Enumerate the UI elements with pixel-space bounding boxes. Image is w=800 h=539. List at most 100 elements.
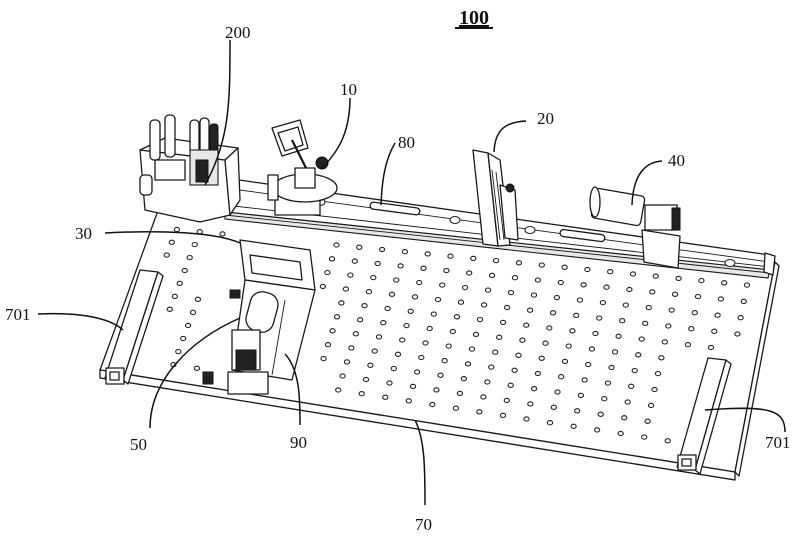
mounting-hole xyxy=(684,342,692,348)
mounting-hole xyxy=(546,420,554,426)
post xyxy=(199,117,210,154)
mounting-hole xyxy=(484,287,492,293)
mounting-hole xyxy=(342,286,350,292)
mounting-hole xyxy=(394,351,402,357)
mounting-hole xyxy=(461,284,469,291)
mounting-hole xyxy=(420,265,427,271)
mounting-hole xyxy=(688,326,695,332)
mounting-hole xyxy=(503,304,511,311)
mounting-hole xyxy=(393,277,400,283)
mounting-hole xyxy=(492,349,499,355)
mounting-hole xyxy=(542,340,549,346)
post xyxy=(164,114,176,158)
mounting-hole xyxy=(411,294,419,300)
assembly-200 xyxy=(139,114,241,223)
label-701-right: 701 xyxy=(765,433,791,452)
mounting-hole xyxy=(480,394,487,400)
mounting-hole xyxy=(599,299,607,306)
mounting-hole xyxy=(166,306,173,312)
post xyxy=(149,119,161,161)
stage-assembly xyxy=(202,239,316,395)
mounting-hole xyxy=(384,305,391,312)
mounting-hole xyxy=(453,314,461,320)
mounting-hole xyxy=(641,434,648,440)
mounting-hole xyxy=(526,307,534,313)
mounting-hole xyxy=(645,304,652,311)
mounting-hole xyxy=(580,282,587,288)
mounting-hole xyxy=(335,387,342,393)
mounting-hole xyxy=(734,331,741,337)
mounting-hole xyxy=(628,383,635,389)
mounting-hole xyxy=(413,369,421,375)
mounting-hole xyxy=(457,299,465,305)
mounting-hole xyxy=(629,271,637,277)
mounting-hole xyxy=(409,383,417,390)
mounting-hole xyxy=(534,277,542,283)
mounting-hole xyxy=(554,389,561,395)
mounting-hole xyxy=(176,280,183,287)
mounting-hole xyxy=(437,372,444,378)
mounting-hole xyxy=(328,256,336,262)
mounting-hole xyxy=(644,418,651,424)
mounting-hole xyxy=(507,382,514,388)
mounting-hole xyxy=(624,399,631,405)
label-200: 200 xyxy=(225,23,251,42)
mounting-hole xyxy=(642,320,649,327)
mounting-hole xyxy=(388,291,396,297)
mounting-hole xyxy=(527,401,534,407)
mounting-hole xyxy=(607,269,614,275)
mounting-hole xyxy=(476,409,483,415)
mounting-hole xyxy=(374,260,381,267)
mounting-hole xyxy=(358,391,365,397)
bracket xyxy=(641,229,681,269)
label-90: 90 xyxy=(290,433,307,452)
mounting-hole xyxy=(593,427,601,433)
mounting-hole xyxy=(433,387,440,393)
mounting-hole xyxy=(488,272,496,279)
handle-701-right xyxy=(676,357,732,475)
leader-80 xyxy=(380,142,396,206)
label-701-left: 701 xyxy=(5,305,31,324)
mounting-hole xyxy=(416,279,423,286)
mounting-hole xyxy=(652,273,659,279)
mounting-hole xyxy=(367,362,374,368)
mounting-hole xyxy=(499,412,507,419)
knob xyxy=(315,156,329,170)
mounting-hole xyxy=(611,349,619,355)
mounting-hole xyxy=(470,255,477,262)
mounting-hole xyxy=(546,325,553,331)
mounting-hole xyxy=(320,355,327,362)
mounting-hole xyxy=(380,320,387,326)
mounting-hole xyxy=(424,251,431,257)
mounting-hole xyxy=(171,293,178,300)
mounting-hole xyxy=(530,386,538,392)
mounting-hole xyxy=(503,397,510,404)
mounting-hole xyxy=(362,376,370,383)
mounting-hole xyxy=(698,277,705,284)
mounting-hole xyxy=(191,241,198,248)
mounting-hole xyxy=(647,402,655,409)
mounting-hole xyxy=(621,415,628,421)
breadboard-70 xyxy=(99,204,780,481)
mounting-hole xyxy=(499,319,507,326)
mounting-hole xyxy=(339,373,346,379)
mounting-hole xyxy=(333,242,340,248)
label-20: 20 xyxy=(537,109,554,128)
mounting-hole xyxy=(401,249,409,255)
mounting-hole xyxy=(356,317,364,323)
mounting-hole xyxy=(338,300,345,306)
mounting-hole xyxy=(175,348,182,355)
mounting-hole xyxy=(418,354,425,361)
mounting-hole xyxy=(635,352,642,358)
mounting-hole xyxy=(443,267,450,274)
mounting-hole xyxy=(668,307,675,313)
mounting-hole xyxy=(523,322,530,328)
mounting-hole xyxy=(707,344,715,351)
mounting-hole xyxy=(352,331,359,337)
mounting-hole xyxy=(507,289,515,296)
mounting-hole xyxy=(429,401,436,408)
mounting-holes xyxy=(163,226,751,444)
label-70: 70 xyxy=(415,515,432,534)
mounting-hole xyxy=(371,348,378,354)
